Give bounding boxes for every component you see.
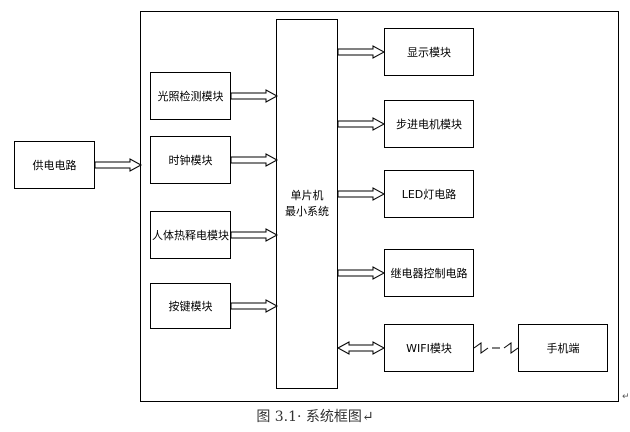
phone-block: 手机端 <box>518 324 608 372</box>
phone-label: 手机端 <box>546 342 580 355</box>
light-detection-block: 光照检测模块 <box>150 72 231 120</box>
stepper-motor-label: 步进电机模块 <box>396 118 462 131</box>
mcu-label-line2: 最小系统 <box>285 205 329 218</box>
mcu-to-stepper-arrow <box>337 117 386 131</box>
mcu-to-display-arrow <box>337 45 386 59</box>
clock-to-mcu-arrow <box>230 153 279 167</box>
led-circuit-label: LED灯电路 <box>401 188 457 201</box>
wireless-link <box>473 342 519 354</box>
mcu-to-led-arrow <box>337 187 386 201</box>
power-supply-label: 供电电路 <box>32 159 77 172</box>
light-detection-label: 光照检测模块 <box>157 90 224 103</box>
mcu-to-relay-arrow <box>337 266 386 280</box>
system-frame <box>140 11 619 402</box>
pir-to-mcu-arrow <box>230 228 279 242</box>
stepper-motor-block: 步进电机模块 <box>384 100 474 148</box>
relay-control-label: 继电器控制电路 <box>390 267 468 280</box>
clock-block: 时钟模块 <box>150 136 231 184</box>
figure-caption: 图 3.1· 系统框图↵ <box>256 409 374 425</box>
power-supply-block: 供电电路 <box>14 141 95 189</box>
pir-sensor-label: 人体热释电模块 <box>152 229 229 242</box>
mcu-label-line1: 单片机 <box>290 189 324 202</box>
light-to-mcu-arrow <box>230 89 279 103</box>
display-label: 显示模块 <box>407 46 451 59</box>
wifi-label: WIFI模块 <box>406 342 452 355</box>
button-label: 按键模块 <box>168 300 213 313</box>
clock-label: 时钟模块 <box>168 154 213 167</box>
display-block: 显示模块 <box>384 28 474 76</box>
relay-control-block: 继电器控制电路 <box>384 249 474 297</box>
led-circuit-block: LED灯电路 <box>384 170 474 218</box>
mcu-block: 单片机 最小系统 <box>276 19 338 389</box>
mcu-wifi-double-arrow <box>336 341 386 355</box>
paragraph-mark: ↵ <box>622 392 630 402</box>
button-to-mcu-arrow <box>230 299 279 313</box>
power-to-clock-arrow <box>94 158 143 172</box>
